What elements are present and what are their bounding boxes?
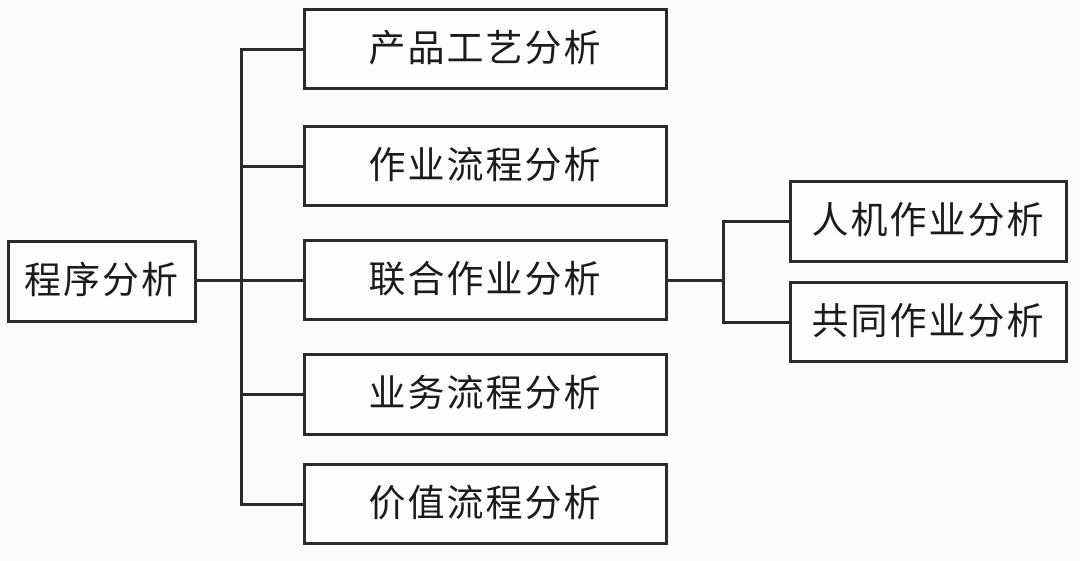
node-product-process-analysis: 产品工艺分析 xyxy=(303,8,668,90)
node-label: 作业流程分析 xyxy=(368,145,603,187)
node-label: 产品工艺分析 xyxy=(368,28,603,70)
node-operation-flow-analysis: 作业流程分析 xyxy=(303,125,668,207)
connector-branch-value-stream xyxy=(240,503,303,506)
node-common-operation-analysis: 共同作业分析 xyxy=(789,281,1068,363)
node-label: 人机作业分析 xyxy=(811,201,1046,242)
connector-branch-common-operation xyxy=(722,321,789,324)
connector-right-trunk-vertical xyxy=(722,220,725,324)
connector-branch-operation-flow xyxy=(240,165,303,168)
node-label: 程序分析 xyxy=(24,261,180,302)
node-value-stream-analysis: 价值流程分析 xyxy=(303,463,668,545)
node-man-machine-operation-analysis: 人机作业分析 xyxy=(789,180,1068,263)
node-label: 共同作业分析 xyxy=(811,301,1046,343)
node-label: 业务流程分析 xyxy=(368,374,603,415)
connector-trunk-vertical xyxy=(240,48,243,506)
connector-joint-horizontal xyxy=(668,279,725,282)
connector-branch-product-process xyxy=(240,48,303,51)
node-joint-operation-analysis: 联合作业分析 xyxy=(303,239,668,321)
node-label: 价值流程分析 xyxy=(368,483,603,525)
node-label: 联合作业分析 xyxy=(368,259,603,301)
connector-branch-business-process xyxy=(240,393,303,396)
node-business-process-analysis: 业务流程分析 xyxy=(303,353,668,436)
connector-branch-man-machine xyxy=(722,220,789,223)
connector-root-horizontal xyxy=(197,279,303,282)
node-program-analysis: 程序分析 xyxy=(7,240,197,323)
